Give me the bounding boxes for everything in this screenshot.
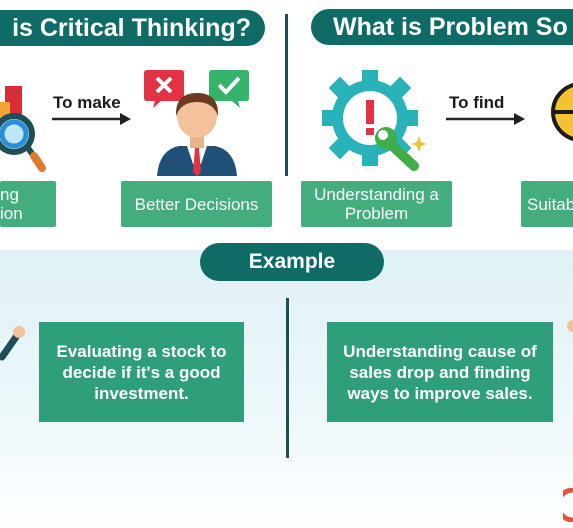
gear-icon: [322, 70, 427, 171]
right-arrow-label: To find: [449, 93, 505, 112]
top-divider: [285, 14, 288, 176]
left-example-box: Evaluating a stock to decide if it's a g…: [39, 322, 244, 422]
better-decisions-label: Better Decisions: [121, 181, 272, 227]
right-example-box: Understanding cause of sales drop and fi…: [327, 322, 553, 422]
right-output-text: Suitab: [527, 194, 573, 214]
arrow-right-icon-2: [446, 113, 525, 125]
left-arrow-label: To make: [53, 93, 121, 112]
understanding-problem-line2: Problem: [344, 204, 409, 223]
bottom-divider: [286, 298, 289, 458]
magnifier-icon: [0, 86, 46, 172]
problem-solving-title-text: What is Problem So: [333, 12, 568, 41]
person-icon: [157, 93, 237, 176]
right-output-label: Suitab: [521, 181, 573, 227]
problem-solving-title: What is Problem So: [311, 9, 573, 45]
right-example-text: Understanding cause of sales drop and fi…: [343, 341, 537, 403]
right-choice-icon: [209, 70, 249, 108]
understanding-problem-line1: Understanding a: [314, 185, 439, 204]
wrench-icon: [375, 127, 419, 171]
left-example-text: Evaluating a stock to decide if it's a g…: [56, 341, 227, 403]
arrow-right-icon: [52, 113, 131, 125]
lightbulb-icon: [551, 83, 573, 141]
person-arm-icon: [0, 326, 25, 361]
critical-thinking-title-text: is Critical Thinking?: [12, 13, 251, 42]
example-heading: Example: [200, 243, 384, 281]
person-arm-icon-2: [567, 320, 573, 332]
example-heading-text: Example: [248, 250, 336, 273]
critical-thinking-title: is Critical Thinking?: [0, 10, 265, 46]
left-input-label-line1: ng: [0, 185, 19, 204]
logo-mark-icon: [563, 488, 573, 522]
wrong-choice-icon: [144, 70, 184, 108]
exclamation-icon: [366, 100, 374, 124]
left-input-label-line2: ion: [0, 204, 23, 223]
better-decisions-text: Better Decisions: [134, 194, 259, 214]
left-input-label: ng ion: [0, 181, 56, 227]
understanding-problem-label: Understanding a Problem: [301, 181, 452, 227]
